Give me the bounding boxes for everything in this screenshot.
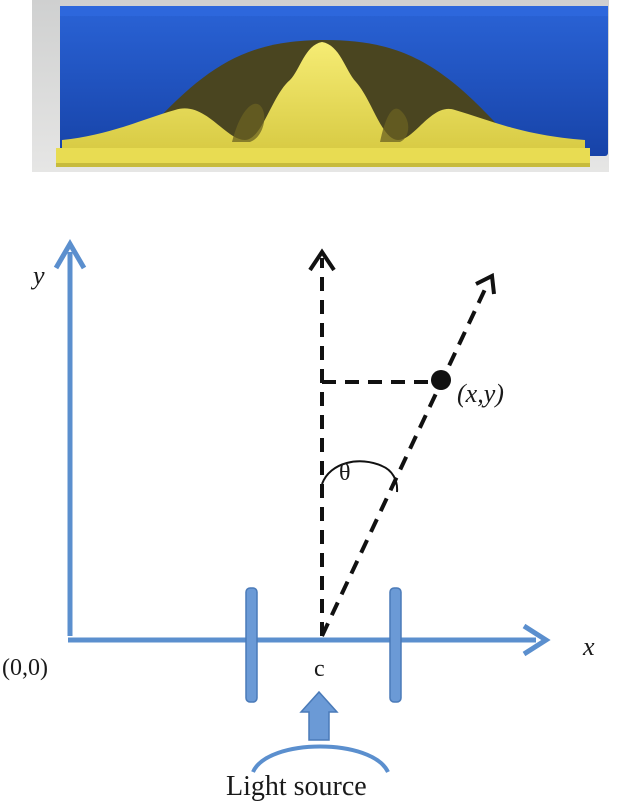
angle-arc bbox=[321, 460, 399, 493]
y-axis-label: y bbox=[30, 261, 45, 290]
slit-barrier-right bbox=[389, 587, 402, 703]
light-arrow bbox=[299, 690, 339, 741]
yellow-wave-body bbox=[62, 42, 585, 150]
center-label: c bbox=[314, 656, 325, 682]
point-label: (x,y) bbox=[457, 379, 504, 408]
y-axis-arrowhead bbox=[53, 239, 87, 270]
wave-trough-left bbox=[232, 103, 265, 142]
x-axis-arrowhead bbox=[522, 623, 551, 657]
vertical-dashed-arrowhead bbox=[308, 248, 336, 272]
blue-enclosure-top-edge bbox=[60, 6, 608, 16]
angled-dashed-arrowhead bbox=[475, 272, 496, 295]
point-marker bbox=[431, 370, 451, 390]
x-axis-label: x bbox=[582, 632, 595, 661]
angle-label: θ bbox=[339, 460, 351, 486]
wave-trough-right bbox=[380, 108, 409, 142]
yellow-base-edge bbox=[56, 163, 590, 167]
photo-3d-model bbox=[32, 0, 609, 172]
yellow-base-plate bbox=[56, 148, 590, 166]
diagram: y x (0,0) c θ (x,y) Light source bbox=[2, 239, 595, 802]
origin-label: (0,0) bbox=[2, 655, 48, 681]
slit-barrier-left bbox=[245, 587, 258, 703]
light-source-label: Light source bbox=[226, 771, 367, 802]
angled-dashed-line bbox=[320, 284, 489, 637]
light-source-arc bbox=[251, 744, 390, 774]
